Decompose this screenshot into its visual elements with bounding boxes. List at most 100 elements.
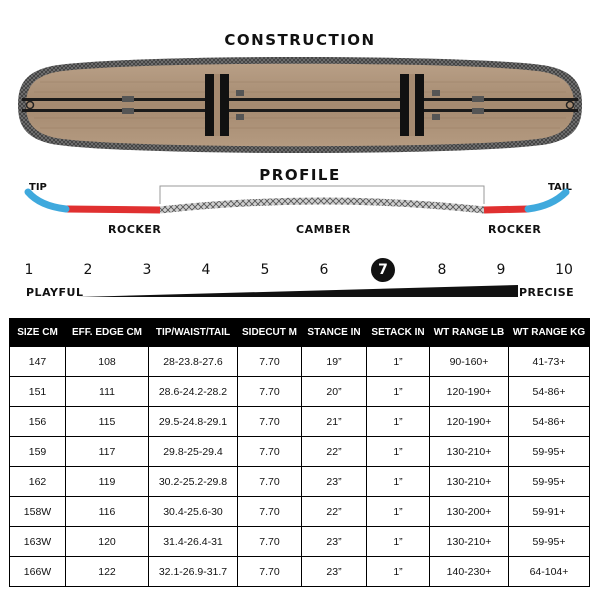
rocker-left-label: ROCKER bbox=[108, 223, 162, 236]
table-cell: 1” bbox=[366, 376, 430, 407]
scale-number-9: 9 bbox=[496, 262, 506, 278]
profile-title: PROFILE bbox=[259, 166, 341, 184]
table-cell: 7.70 bbox=[237, 376, 302, 407]
table-cell: 159 bbox=[9, 436, 66, 467]
table-cell: 111 bbox=[65, 376, 149, 407]
precise-label: PRECISE bbox=[519, 286, 575, 299]
table-cell: 1” bbox=[366, 466, 430, 497]
tip-label: TIP bbox=[29, 182, 47, 193]
scale-number-4: 4 bbox=[201, 262, 211, 278]
table-cell: 130-210+ bbox=[429, 466, 509, 497]
table-cell: 7.70 bbox=[237, 556, 302, 587]
table-cell: 41-73+ bbox=[508, 346, 590, 377]
table-cell: 29.5-24.8-29.1 bbox=[148, 406, 238, 437]
split-line-top bbox=[22, 98, 578, 101]
table-cell: 1” bbox=[366, 496, 430, 527]
table-cell: 64-104+ bbox=[508, 556, 590, 587]
table-cell: 156 bbox=[9, 406, 66, 437]
table-cell: 158W bbox=[9, 496, 66, 527]
table-cell: 22” bbox=[301, 436, 367, 467]
table-cell: 7.70 bbox=[237, 406, 302, 437]
table-cell: 28.6-24.2-28.2 bbox=[148, 376, 238, 407]
table-cell: 7.70 bbox=[237, 496, 302, 527]
table-cell: 30.2-25.2-29.8 bbox=[148, 466, 238, 497]
table-cell: 115 bbox=[65, 406, 149, 437]
table-cell: 54-86+ bbox=[508, 376, 590, 407]
rocker-right bbox=[483, 205, 529, 214]
table-cell: 23” bbox=[301, 556, 367, 587]
table-cell: 21” bbox=[301, 406, 367, 437]
table-cell: 120 bbox=[65, 526, 149, 557]
table-cell: 1” bbox=[366, 556, 430, 587]
scale-number-10: 10 bbox=[555, 262, 573, 278]
table-row: 158W 116 30.4-25.6-30 7.70 22” 1” 130-20… bbox=[9, 496, 590, 527]
table-cell: 1” bbox=[366, 346, 430, 377]
scale-number-7-selected: 7 bbox=[371, 258, 395, 282]
scale-number-8: 8 bbox=[437, 262, 447, 278]
table-row: 163W 120 31.4-26.4-31 7.70 23” 1” 130-21… bbox=[9, 526, 590, 557]
scale-number-6: 6 bbox=[319, 262, 329, 278]
table-cell: 117 bbox=[65, 436, 149, 467]
table-cell: 90-160+ bbox=[429, 346, 509, 377]
header-setback: SETACK IN bbox=[366, 318, 430, 347]
header-stance: STANCE IN bbox=[301, 318, 367, 347]
table-cell: 32.1-26.9-31.7 bbox=[148, 556, 238, 587]
table-cell: 54-86+ bbox=[508, 406, 590, 437]
table-cell: 23” bbox=[301, 526, 367, 557]
table-cell: 7.70 bbox=[237, 436, 302, 467]
table-cell: 130-200+ bbox=[429, 496, 509, 527]
table-row: 159 117 29.8-25-29.4 7.70 22” 1” 130-210… bbox=[9, 436, 590, 467]
table-cell: 23” bbox=[301, 466, 367, 497]
table-cell: 130-210+ bbox=[429, 436, 509, 467]
scale-number-3: 3 bbox=[142, 262, 152, 278]
rocker-right-label: ROCKER bbox=[488, 223, 542, 236]
table-cell: 59-91+ bbox=[508, 496, 590, 527]
table-cell: 22” bbox=[301, 496, 367, 527]
playful-label: PLAYFUL bbox=[26, 286, 84, 299]
table-cell: 59-95+ bbox=[508, 526, 590, 557]
table-cell: 116 bbox=[65, 496, 149, 527]
camber-label: CAMBER bbox=[296, 223, 351, 236]
table-cell: 7.70 bbox=[237, 526, 302, 557]
table-cell: 30.4-25.6-30 bbox=[148, 496, 238, 527]
tail-label: TAIL bbox=[548, 182, 572, 193]
table-cell: 20” bbox=[301, 376, 367, 407]
camber-bracket bbox=[159, 185, 485, 204]
scale-number-2: 2 bbox=[83, 262, 93, 278]
table-cell: 7.70 bbox=[237, 466, 302, 497]
table-cell: 151 bbox=[9, 376, 66, 407]
table-cell: 28-23.8-27.6 bbox=[148, 346, 238, 377]
table-cell: 120-190+ bbox=[429, 406, 509, 437]
table-row: 156 115 29.5-24.8-29.1 7.70 21” 1” 120-1… bbox=[9, 406, 590, 437]
table-cell: 1” bbox=[366, 406, 430, 437]
table-header-row: SIZE CM EFF. EDGE CM TIP/WAIST/TAIL SIDE… bbox=[9, 318, 590, 347]
header-wt-range-lb: WT RANGE LB bbox=[429, 318, 509, 347]
table-row: 147 108 28-23.8-27.6 7.70 19” 1” 90-160+… bbox=[9, 346, 590, 377]
flex-wedge bbox=[78, 285, 518, 297]
construction-title: CONSTRUCTION bbox=[224, 31, 376, 49]
table-cell: 19” bbox=[301, 346, 367, 377]
rocker-left bbox=[65, 205, 161, 214]
table-cell: 122 bbox=[65, 556, 149, 587]
table-row: 166W 122 32.1-26.9-31.7 7.70 23” 1” 140-… bbox=[9, 556, 590, 587]
table-row: 162 119 30.2-25.2-29.8 7.70 23” 1” 130-2… bbox=[9, 466, 590, 497]
table-cell: 120-190+ bbox=[429, 376, 509, 407]
table-row: 151 111 28.6-24.2-28.2 7.70 20” 1” 120-1… bbox=[9, 376, 590, 407]
table-cell: 108 bbox=[65, 346, 149, 377]
table-cell: 119 bbox=[65, 466, 149, 497]
table-cell: 59-95+ bbox=[508, 436, 590, 467]
scale-number-5: 5 bbox=[260, 262, 270, 278]
table-cell: 147 bbox=[9, 346, 66, 377]
table-cell: 163W bbox=[9, 526, 66, 557]
header-tip-waist-tail: TIP/WAIST/TAIL bbox=[148, 318, 238, 347]
header-sidecut: SIDECUT M bbox=[237, 318, 302, 347]
header-wt-range-kg: WT RANGE KG bbox=[508, 318, 590, 347]
camber-section bbox=[159, 197, 485, 214]
scale-number-1: 1 bbox=[24, 262, 34, 278]
table-cell: 1” bbox=[366, 526, 430, 557]
table-cell: 31.4-26.4-31 bbox=[148, 526, 238, 557]
table-cell: 162 bbox=[9, 466, 66, 497]
spec-table: SIZE CM EFF. EDGE CM TIP/WAIST/TAIL SIDE… bbox=[9, 318, 590, 587]
table-cell: 130-210+ bbox=[429, 526, 509, 557]
table-cell: 29.8-25-29.4 bbox=[148, 436, 238, 467]
